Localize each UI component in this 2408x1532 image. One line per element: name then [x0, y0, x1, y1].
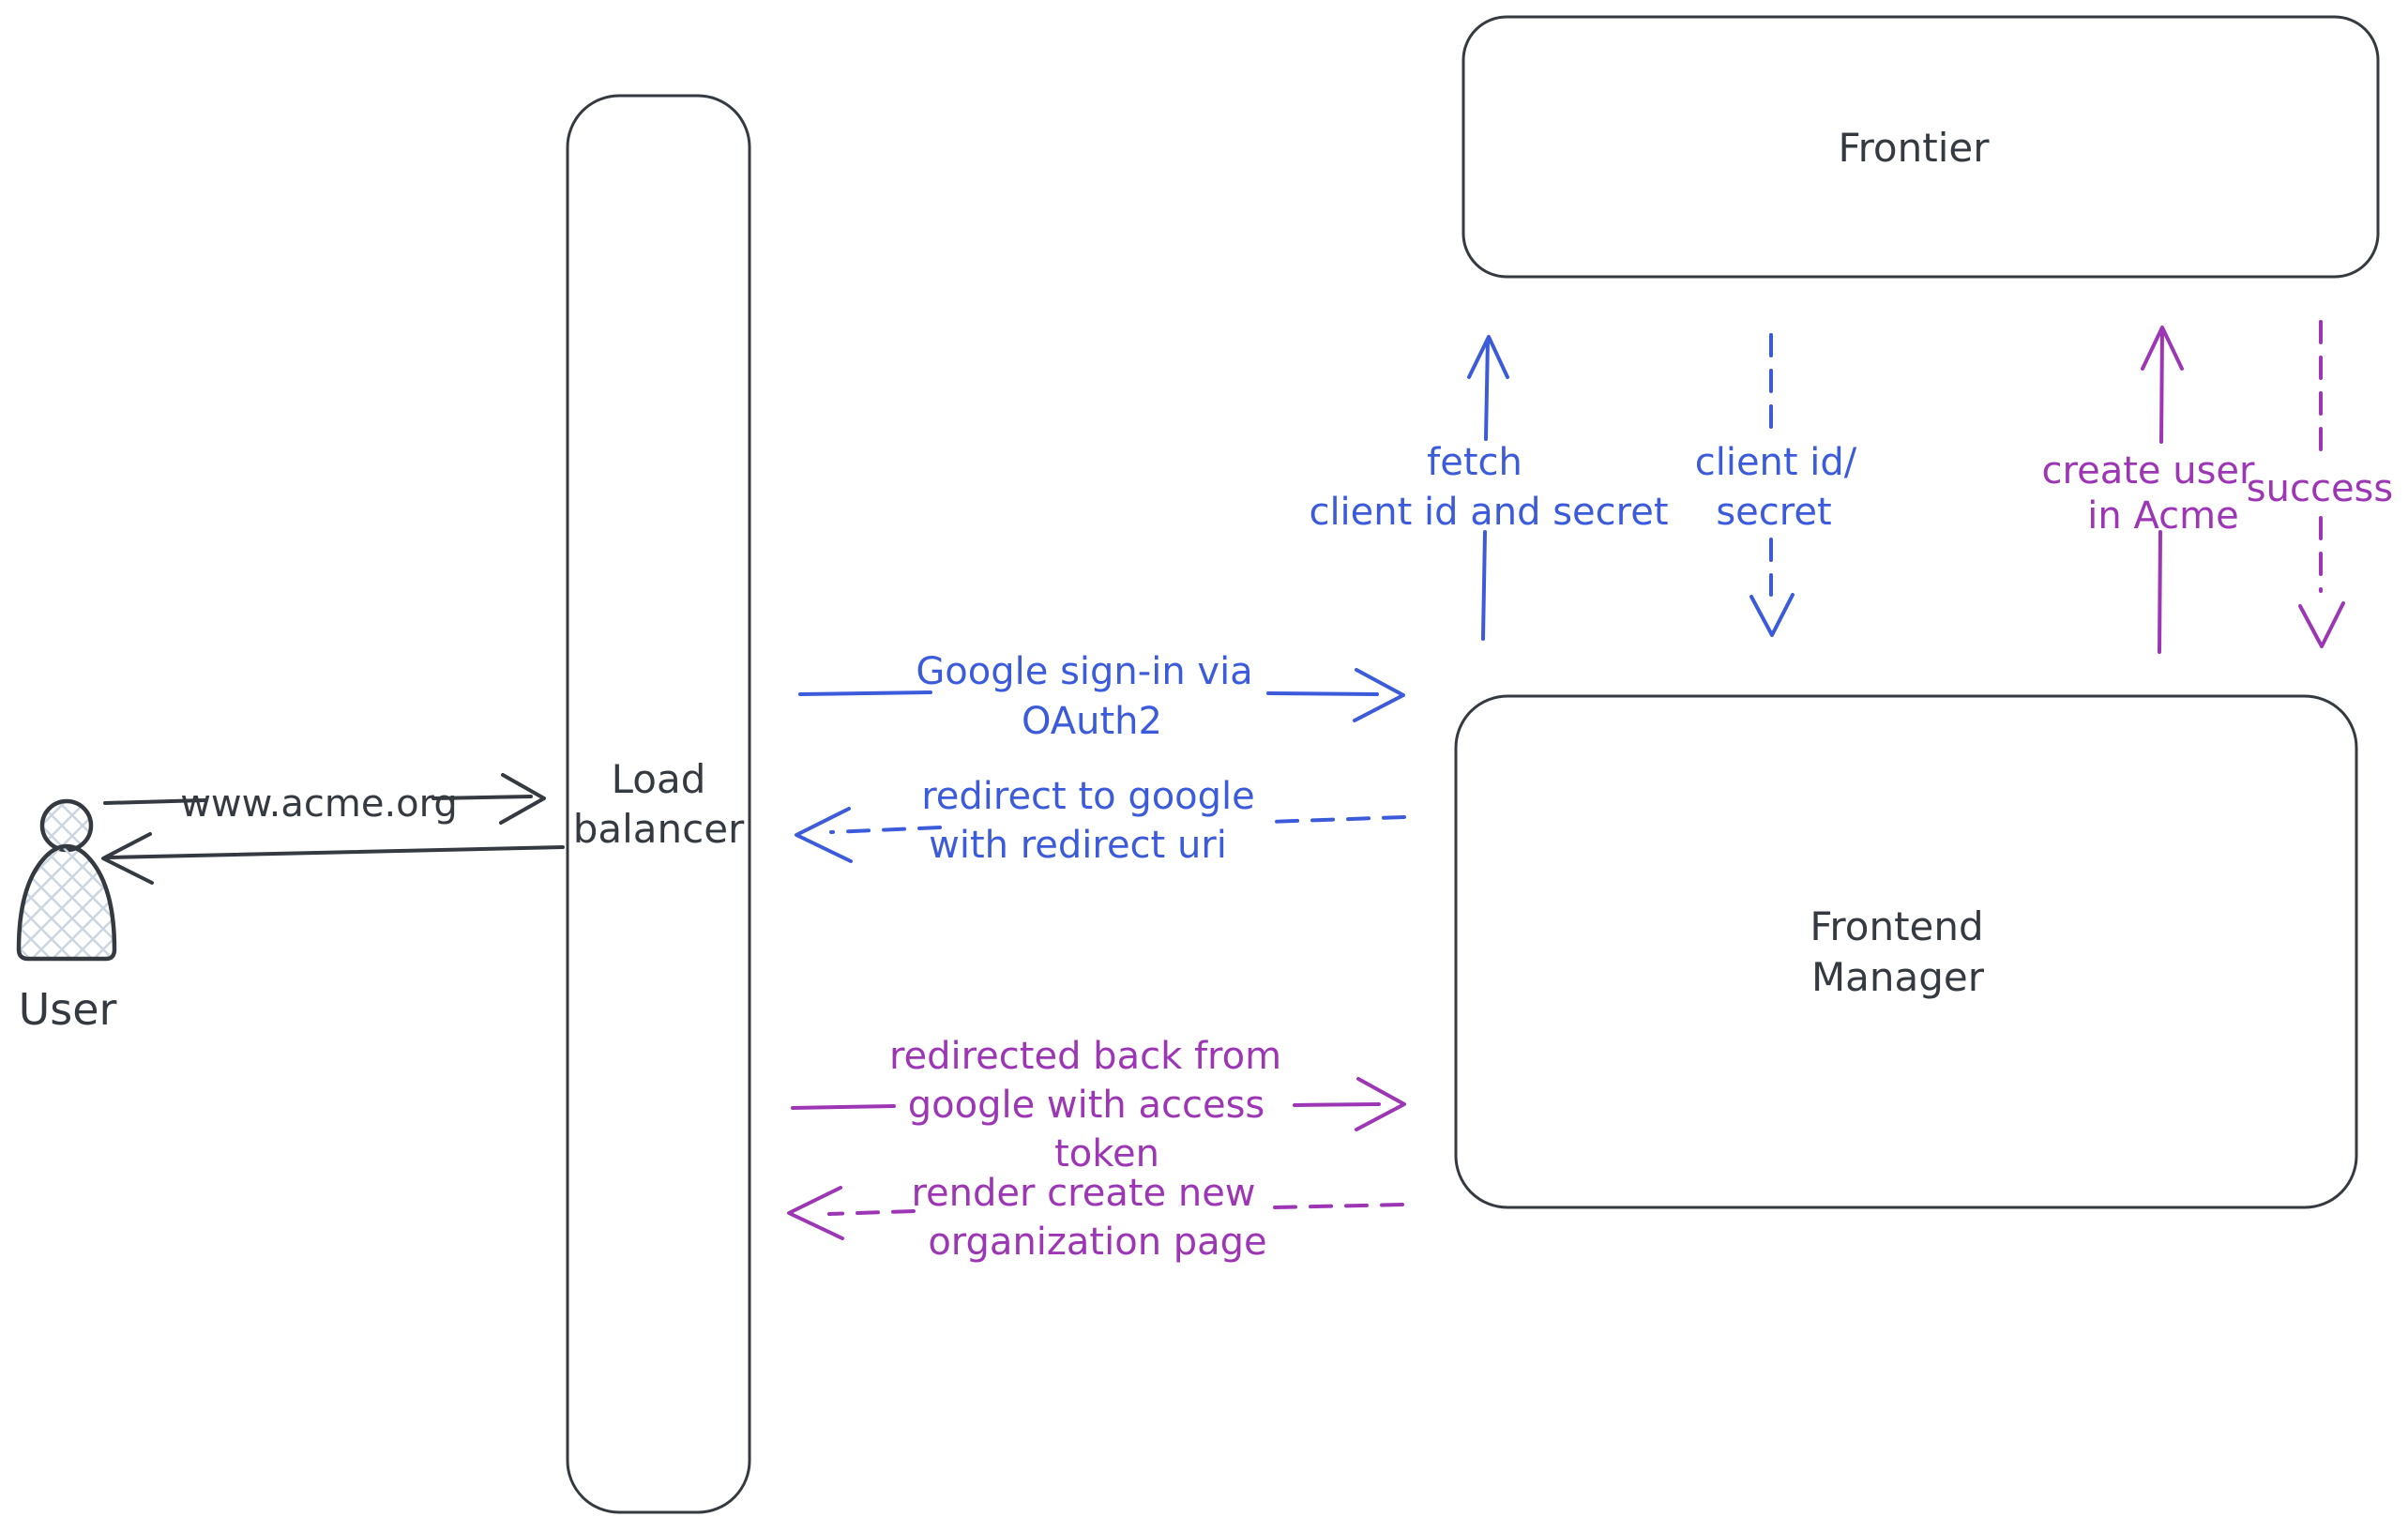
redirect-to-google-label-line1: redirect to google	[921, 775, 1255, 818]
user-head-icon	[39, 798, 94, 853]
user-body-icon	[16, 843, 117, 962]
redirected-back-label-line2: google with access	[908, 1084, 1265, 1127]
arrow-line	[2158, 530, 2162, 654]
success-label: success	[2247, 467, 2393, 510]
arrow-head-icon	[101, 832, 154, 885]
render-org-page-arrow: render create new organization page	[787, 1172, 1404, 1264]
arrow-head-icon	[1355, 1077, 1406, 1131]
frontend-manager-box	[1454, 694, 2358, 1209]
redirect-to-google-arrow: redirect to google with redirect uri	[795, 775, 1406, 867]
arrow-head-icon	[499, 773, 546, 825]
create-user-label-line2: in Acme	[2087, 494, 2238, 538]
frontier-node: Frontier	[1461, 15, 2380, 279]
arrow-line	[1266, 691, 1379, 696]
arrow-line	[1484, 338, 1490, 441]
redirect-to-google-label-line2: with redirect uri	[929, 824, 1227, 867]
arrow-head-icon	[1749, 593, 1795, 637]
redirected-back-arrow: redirected back from google with access …	[791, 1035, 1406, 1176]
user-actor: User	[16, 798, 117, 1035]
client-id-secret-label-line2: secret	[1716, 491, 1831, 534]
arrow-line	[791, 1104, 896, 1110]
arrow-line	[1272, 1203, 1404, 1209]
create-user-label-line1: create user	[2042, 449, 2255, 493]
arrow-head-icon	[2298, 601, 2345, 648]
google-signin-label-line1: Google sign-in via	[916, 650, 1252, 693]
client-id-secret-label-line1: client id/	[1695, 441, 1857, 484]
render-org-page-label-line1: render create new	[911, 1172, 1255, 1215]
user-label: User	[19, 984, 117, 1035]
arrow-head-icon	[1353, 668, 1405, 722]
redirected-back-label-line1: redirected back from	[889, 1035, 1281, 1078]
response-arrow	[101, 832, 565, 885]
frontier-box	[1461, 15, 2380, 279]
render-org-page-label-line2: organization page	[928, 1221, 1266, 1264]
frontend-manager-label-line1: Frontend	[1810, 903, 1983, 949]
arrow-head-icon	[2141, 326, 2184, 371]
arrow-head-icon	[795, 807, 853, 863]
frontend-manager-label-line2: Manager	[1811, 954, 1985, 1000]
arrow-line	[1481, 530, 1487, 641]
load-balancer-node: Load balancer	[566, 94, 751, 1514]
arrow-line	[103, 798, 206, 805]
arrow-line	[829, 826, 942, 834]
create-user-arrow: create user in Acme	[2042, 326, 2255, 654]
google-signin-arrow: Google sign-in via OAuth2	[798, 650, 1405, 743]
redirected-back-label-line3: token	[1054, 1132, 1159, 1176]
arrow-line	[1293, 1102, 1381, 1107]
arrow-head-icon	[787, 1186, 844, 1240]
arrow-line	[107, 845, 565, 859]
success-arrow: success	[2247, 320, 2393, 648]
fetch-label-line1: fetch	[1427, 441, 1522, 484]
load-balancer-label-line1: Load	[612, 756, 706, 802]
fetch-label-line2: client id and secret	[1309, 491, 1668, 534]
frontend-manager-node: Frontend Manager	[1454, 694, 2358, 1209]
www-acme-label: www.acme.org	[180, 782, 458, 826]
frontier-label: Frontier	[1838, 125, 1990, 171]
google-signin-label-line2: OAuth2	[1022, 700, 1162, 743]
arrow-line	[1266, 815, 1406, 824]
www-acme-arrow: www.acme.org	[103, 773, 546, 826]
load-balancer-label-line2: balancer	[573, 806, 745, 852]
load-balancer-box	[566, 94, 751, 1514]
arrow-head-icon	[1467, 335, 1509, 379]
arrow-line	[827, 1209, 916, 1216]
arrow-line	[432, 795, 533, 800]
client-id-secret-arrow: client id/ secret	[1695, 333, 1857, 637]
arrow-line	[798, 690, 932, 696]
arrow-line	[2159, 327, 2164, 444]
fetch-client-id-arrow: fetch client id and secret	[1309, 335, 1669, 641]
